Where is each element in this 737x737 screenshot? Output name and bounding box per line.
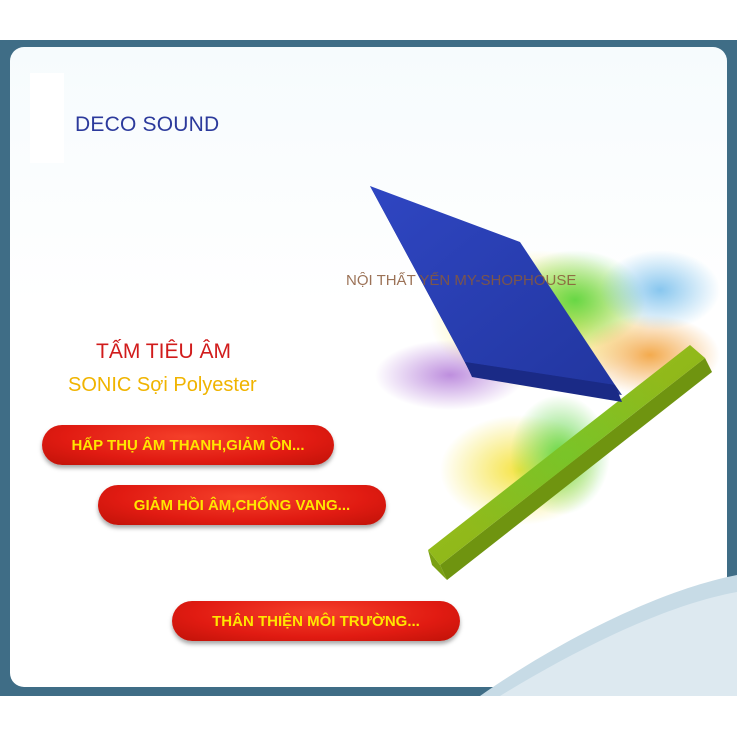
feature-badge-eco-friendly: THÂN THIỆN MÔI TRƯỜNG... xyxy=(172,601,460,641)
product-subtitle: SONIC Sợi Polyester xyxy=(68,374,257,396)
brand-name: DECO SOUND xyxy=(75,113,220,136)
product-title: TẤM TIÊU ÂM xyxy=(96,340,231,363)
feature-badge-echo-reduction: GIẢM HỒI ÂM,CHỐNG VANG... xyxy=(98,485,386,525)
shop-watermark: NỘI THẤT YẾN MY-SHOPHOUSE xyxy=(346,272,577,289)
brand-logo-backdrop xyxy=(30,73,64,163)
product-card xyxy=(10,47,727,687)
feature-badge-sound-absorption: HẤP THỤ ÂM THANH,GIẢM ỒN... xyxy=(42,425,334,465)
